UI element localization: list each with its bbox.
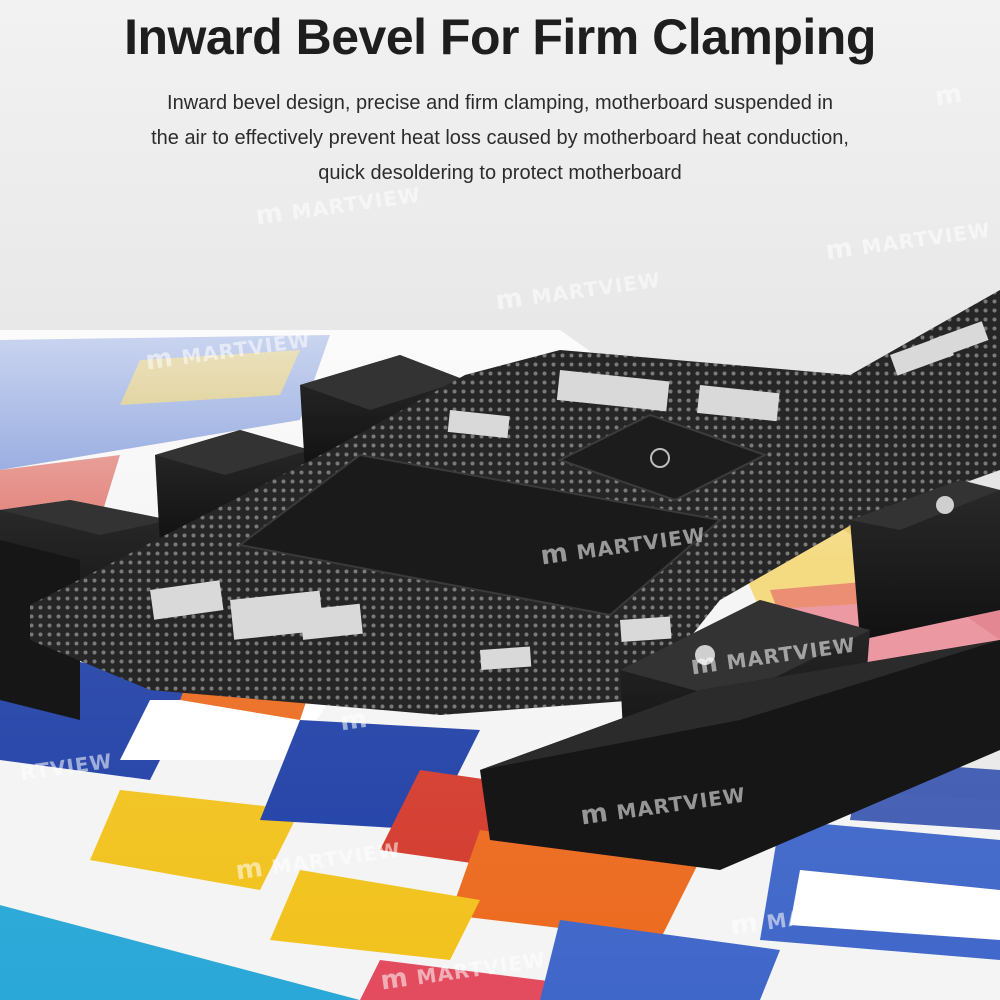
watermark: m: [338, 703, 371, 738]
watermark: m: [933, 78, 966, 113]
description: Inward bevel design, precise and firm cl…: [90, 86, 910, 191]
clamp-right: [480, 480, 1000, 870]
description-line-1: Inward bevel design, precise and firm cl…: [167, 92, 833, 114]
description-line-2: the air to effectively prevent heat loss…: [151, 127, 849, 149]
headline: Inward Bevel For Firm Clamping: [124, 9, 876, 65]
description-line-3: quick desoldering to protect motherboard: [318, 162, 682, 184]
motherboard: [30, 290, 1000, 715]
